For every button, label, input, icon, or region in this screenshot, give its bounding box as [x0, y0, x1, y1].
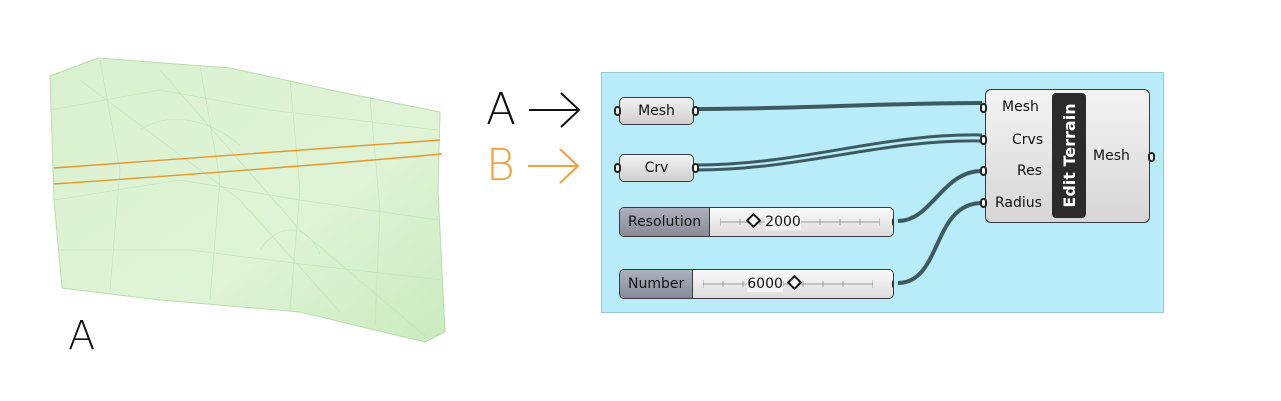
- resolution-slider-value: 2000: [765, 214, 801, 230]
- crv-param-label: Crv: [644, 160, 669, 176]
- arrow-a: A: [486, 88, 583, 132]
- component-title-bar: Edit Terrain: [1052, 93, 1086, 218]
- arrow-b-letter: B: [486, 140, 515, 191]
- arrow-b: B: [486, 144, 582, 188]
- slider-handle-icon[interactable]: [786, 274, 803, 291]
- resolution-slider-track[interactable]: 2000: [710, 208, 893, 236]
- input-res-grip[interactable]: [980, 166, 987, 176]
- input-mesh-label: Mesh: [1002, 99, 1039, 115]
- number-slider-track[interactable]: 6000: [693, 270, 893, 298]
- input-crvs-label: Crvs: [1012, 132, 1044, 148]
- wire-crvs-b: [695, 139, 983, 172]
- output-mesh-label: Mesh: [1093, 148, 1130, 164]
- arrow-right-icon: [529, 92, 581, 128]
- resolution-slider-output-grip[interactable]: [892, 217, 893, 227]
- wire-res: [897, 169, 983, 223]
- input-radius-grip[interactable]: [980, 198, 987, 208]
- wire-radius: [897, 201, 983, 285]
- number-slider-name: Number: [620, 270, 694, 298]
- mesh-param-label: Mesh: [638, 103, 675, 119]
- input-crvs-grip[interactable]: [980, 135, 987, 145]
- number-slider-output-grip[interactable]: [892, 279, 893, 289]
- input-mesh-grip[interactable]: [980, 103, 987, 113]
- resolution-slider[interactable]: Resolution 2000: [619, 207, 894, 237]
- number-slider-value: 6000: [747, 276, 783, 292]
- crv-param-input-grip[interactable]: [614, 163, 621, 173]
- wire-mesh: [695, 101, 983, 111]
- mesh-param-output-grip[interactable]: [692, 106, 699, 116]
- input-radius-label: Radius: [995, 195, 1042, 211]
- input-res-label: Res: [1017, 163, 1043, 179]
- wires: [695, 101, 983, 285]
- terrain-mesh-preview: [40, 50, 460, 350]
- component-title: Edit Terrain: [1059, 103, 1079, 208]
- wire-crvs-a: [695, 133, 983, 167]
- crv-param-output-grip[interactable]: [692, 163, 699, 173]
- arrow-a-letter: A: [486, 84, 517, 135]
- number-slider[interactable]: Number 6000: [619, 269, 894, 299]
- node-canvas[interactable]: Mesh Crv Resolution 2000 Number 600: [601, 72, 1164, 313]
- mesh-param[interactable]: Mesh: [614, 97, 699, 125]
- output-mesh-grip[interactable]: [1148, 152, 1155, 162]
- arrow-right-icon: [527, 148, 580, 184]
- resolution-slider-value-row: 2000: [742, 212, 801, 230]
- terrain-label: A: [68, 313, 96, 359]
- resolution-slider-name: Resolution: [620, 208, 711, 236]
- number-slider-value-row: 6000: [747, 274, 806, 292]
- slider-handle-icon[interactable]: [745, 212, 762, 229]
- crv-param[interactable]: Crv: [614, 154, 699, 182]
- mesh-param-input-grip[interactable]: [614, 106, 621, 116]
- edit-terrain-component[interactable]: Mesh Crvs Res Radius Edit Terrain Mesh: [980, 89, 1155, 223]
